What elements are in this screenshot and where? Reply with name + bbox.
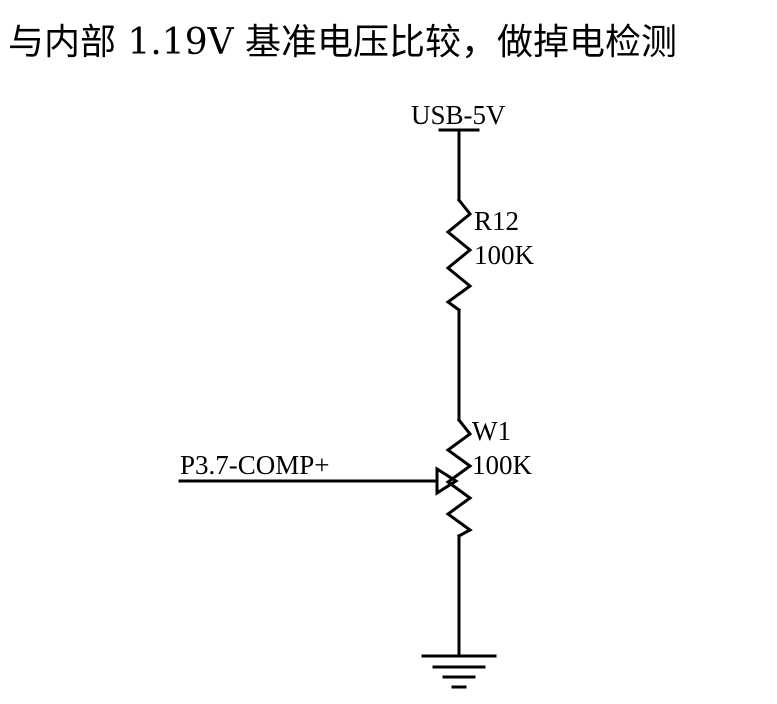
potentiometer-wiper-arrow bbox=[435, 466, 459, 496]
net-label-p37-comp: P3.7-COMP+ bbox=[180, 450, 330, 480]
potentiometer-w1-zigzag bbox=[445, 417, 473, 539]
potentiometer-w1-value: 100K bbox=[472, 450, 533, 480]
net-p37-comp: P3.7-COMP+ bbox=[178, 450, 439, 483]
potentiometer-w1: W1 100K bbox=[435, 416, 533, 539]
resistor-r12-ref: R12 bbox=[474, 206, 519, 236]
potentiometer-w1-ref: W1 bbox=[472, 416, 511, 446]
power-symbol-usb-5v: USB-5V bbox=[411, 100, 506, 132]
resistor-r12-zigzag bbox=[445, 197, 473, 313]
ground-symbol bbox=[421, 654, 497, 689]
diagram-title: 与内部 1.19V 基准电压比较，做掉电检测 bbox=[8, 22, 677, 63]
resistor-r12: R12 100K bbox=[445, 197, 535, 313]
resistor-r12-value: 100K bbox=[474, 240, 535, 270]
power-label: USB-5V bbox=[411, 100, 506, 130]
